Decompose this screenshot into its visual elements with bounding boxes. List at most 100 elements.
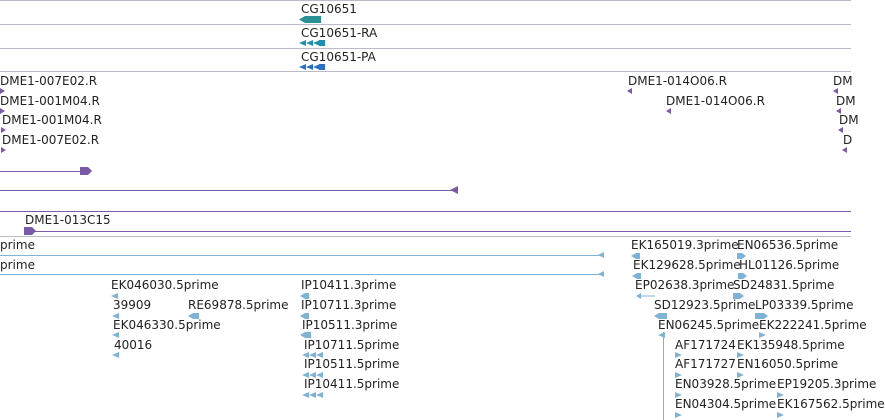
gene-label: CG10651 xyxy=(301,2,357,16)
clone-end-label: DME1-007E02.R xyxy=(0,74,98,88)
est-label[interactable]: SD24831.5prime xyxy=(733,278,835,292)
clone-end-label: DM xyxy=(836,94,856,108)
est-marker xyxy=(302,392,323,398)
est-label[interactable]: IP10511.3prime xyxy=(302,318,398,332)
clone-end-marker xyxy=(666,108,671,114)
clone-span-arrow xyxy=(80,167,92,175)
track-separator xyxy=(0,71,851,72)
est-marker xyxy=(777,392,784,398)
est-label[interactable]: EK222241.5prime xyxy=(759,318,867,332)
bac-clone-line xyxy=(24,231,851,232)
est-label[interactable]: RE69878.5prime xyxy=(188,298,289,312)
est-marker xyxy=(631,253,640,259)
transcript-arrow-glyph xyxy=(299,40,325,46)
est-marker xyxy=(188,313,199,319)
est-label[interactable]: IP10411.5prime xyxy=(304,377,400,391)
est-span-marker xyxy=(598,271,604,277)
est-marker xyxy=(755,313,768,319)
est-marker xyxy=(302,372,323,378)
est-label[interactable]: EK135948.5prime xyxy=(737,338,845,352)
est-span-line xyxy=(0,255,602,256)
est-marker xyxy=(111,293,118,299)
est-marker xyxy=(738,273,747,279)
est-marker xyxy=(112,313,119,319)
est-marker xyxy=(737,253,746,259)
est-marker xyxy=(733,293,744,299)
est-label[interactable]: EN16050.5prime xyxy=(737,357,839,371)
est-marker xyxy=(759,332,766,338)
bac-clone-label: DME1-013C15 xyxy=(25,213,111,227)
protein-label: CG10651-PA xyxy=(301,50,376,64)
est-label[interactable]: 39909 xyxy=(113,298,152,312)
est-label[interactable]: EP02638.3prime xyxy=(635,278,735,292)
clone-end-marker xyxy=(1,147,6,153)
clone-span-line xyxy=(0,190,456,191)
est-marker xyxy=(654,313,667,319)
est-label[interactable]: SD12923.5prime xyxy=(654,298,756,312)
est-marker xyxy=(300,293,309,299)
est-label[interactable]: IP10711.5prime xyxy=(304,338,400,352)
est-label[interactable]: IP10411.3prime xyxy=(301,278,397,292)
est-span-line xyxy=(0,274,602,275)
est-marker xyxy=(675,352,682,358)
est-marker xyxy=(636,293,655,299)
clone-end-label: DME1-001M04.R xyxy=(0,94,100,108)
est-label[interactable]: AF171727 xyxy=(675,357,736,371)
est-label[interactable]: EN06536.5prime xyxy=(737,238,839,252)
clone-end-marker xyxy=(838,127,843,133)
clone-end-label: DME1-007E02.R xyxy=(2,133,100,147)
est-marker xyxy=(300,313,309,319)
bac-clone-marker xyxy=(24,227,36,235)
est-label[interactable]: EK046030.5prime xyxy=(111,278,219,292)
est-marker xyxy=(112,332,119,338)
clone-end-label: DME1-014O06.R xyxy=(666,94,765,108)
est-connector xyxy=(663,332,664,420)
clone-span-arrow xyxy=(450,186,458,194)
clone-end-marker xyxy=(842,147,847,153)
clone-span-line xyxy=(0,211,851,212)
est-marker xyxy=(737,372,744,378)
est-marker xyxy=(737,352,744,358)
clone-span-line xyxy=(0,171,84,172)
est-label[interactable]: EP19205.3prime xyxy=(777,377,877,391)
est-label[interactable]: 40016 xyxy=(114,338,153,352)
est-marker xyxy=(675,412,682,418)
est-label[interactable]: AF171724 xyxy=(675,338,736,352)
clone-end-label: D xyxy=(843,133,853,147)
clone-end-label: DM xyxy=(833,74,853,88)
clone-end-marker xyxy=(627,88,632,94)
est-marker xyxy=(302,352,323,358)
est-label[interactable]: EN06245.5prime xyxy=(658,318,760,332)
est-label[interactable]: HL01126.5prime xyxy=(739,258,840,272)
gene-arrow-glyph xyxy=(299,16,321,23)
track-separator xyxy=(0,24,851,25)
protein-arrow-glyph xyxy=(299,64,325,70)
est-marker xyxy=(675,372,682,378)
clone-end-marker xyxy=(1,127,6,133)
est-label[interactable]: IP10711.3prime xyxy=(301,298,397,312)
track-separator xyxy=(0,236,851,237)
transcript-label: CG10651-RA xyxy=(301,26,378,40)
est-label[interactable]: EK167562.5prime xyxy=(777,397,885,411)
clone-end-label: DME1-001M04.R xyxy=(2,113,102,127)
est-marker xyxy=(777,412,784,418)
track-separator xyxy=(0,48,851,49)
est-marker xyxy=(112,352,119,358)
est-label[interactable]: EK046330.5prime xyxy=(113,318,221,332)
est-marker xyxy=(632,273,641,279)
est-label[interactable]: EK165019.3prime xyxy=(631,238,739,252)
est-label[interactable]: EK129628.5prime xyxy=(633,258,741,272)
clone-end-marker xyxy=(833,88,838,94)
clone-end-marker xyxy=(0,108,5,114)
clone-end-label: DM xyxy=(839,113,859,127)
est-label[interactable]: IP10511.5prime xyxy=(304,357,400,371)
est-label[interactable]: LP03339.5prime xyxy=(755,298,854,312)
clone-end-marker xyxy=(0,88,5,94)
est-label: prime xyxy=(0,258,35,272)
est-marker xyxy=(300,332,311,338)
est-label[interactable]: EN03928.5prime xyxy=(675,377,777,391)
est-span-marker xyxy=(598,252,604,258)
clone-end-label: DME1-014O06.R xyxy=(628,74,727,88)
est-marker xyxy=(675,392,682,398)
est-label[interactable]: EN04304.5prime xyxy=(675,397,777,411)
